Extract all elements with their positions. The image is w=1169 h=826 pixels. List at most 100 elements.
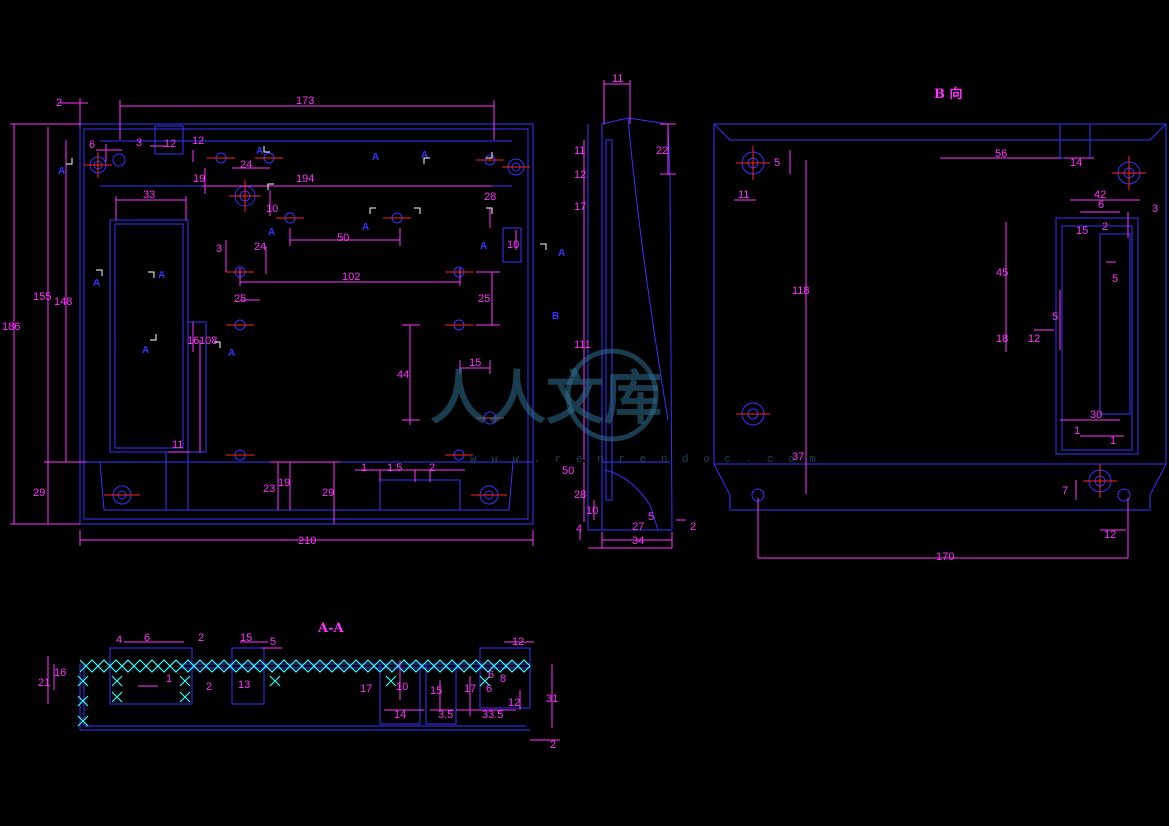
- dim-text: 173: [296, 95, 314, 107]
- dim-text: 1: [1074, 425, 1080, 437]
- dim-text: 24: [254, 241, 266, 253]
- dim-text: 33: [143, 189, 155, 201]
- b-view-center-lines: [736, 146, 1146, 498]
- dim-text: 10: [586, 505, 598, 517]
- dim-text: 11: [738, 189, 749, 201]
- dim-text: 194: [296, 173, 314, 185]
- dim-text: 11: [574, 145, 585, 157]
- dim-text: 19: [278, 477, 290, 489]
- dim-text: 2: [56, 97, 62, 109]
- dim-text: 118: [792, 285, 810, 297]
- dim-text: 25: [234, 293, 246, 305]
- dim-text: 18: [996, 333, 1008, 345]
- section-aa-dim-lines: [47, 641, 560, 741]
- dim-text: 29: [33, 487, 45, 499]
- dim-text: 1: [166, 673, 172, 685]
- b-view-title: B 向: [934, 86, 963, 102]
- dim-text: 12: [1104, 529, 1116, 541]
- dim-text: 12: [164, 138, 176, 150]
- dim-text: 16: [187, 335, 199, 347]
- section-aa-dim-texts: 4 6 2 15 5 16 21 1 2 13 17 10 15 14 3.5 …: [38, 632, 558, 751]
- section-label: A: [362, 222, 369, 233]
- watermark-url: w w w . r e n r e n d o c . c o m: [470, 454, 820, 466]
- dim-text: 3: [136, 137, 142, 149]
- dim-text: 17: [574, 201, 586, 213]
- b-view-dim-texts: 56 14 5 11 42 6 3 15 2 118 45 5 5 18 12 …: [738, 148, 1158, 563]
- section-label: A: [158, 270, 165, 281]
- dim-text: 5: [648, 511, 654, 523]
- dim-text: 14: [1070, 157, 1082, 169]
- dim-text: 44: [397, 369, 409, 381]
- watermark-text: 人人文库: [430, 364, 662, 432]
- dim-text: 102: [342, 271, 360, 283]
- section-label: A: [268, 227, 275, 238]
- dim-text: 10: [396, 681, 408, 693]
- side-dim-texts: 11 22 11 12 17 111 50 28 10 4 27 5 2 34: [562, 73, 696, 547]
- dim-text: 170: [936, 551, 954, 563]
- dim-text: 15: [240, 632, 252, 644]
- dim-text: 11: [172, 439, 183, 451]
- dim-text: 5: [1112, 273, 1118, 285]
- dim-text: 111: [574, 339, 591, 351]
- section-label: A: [256, 146, 263, 157]
- dim-text: 33.5: [482, 709, 503, 721]
- b-view-dim-lines: [734, 150, 1140, 559]
- section-label: A: [421, 150, 428, 161]
- dim-text: 13: [238, 679, 250, 691]
- dim-text: 24: [240, 159, 252, 171]
- dim-text: 34: [632, 535, 644, 547]
- dim-text: 28: [574, 489, 586, 501]
- dim-text: 6: [486, 683, 492, 695]
- dim-text: 10: [266, 203, 278, 215]
- dim-text: 22: [656, 145, 668, 157]
- dim-text: 5: [1052, 311, 1058, 323]
- dim-text: 3: [1152, 203, 1158, 215]
- dim-text: 1: [361, 462, 367, 474]
- dim-text: 56: [995, 148, 1007, 160]
- dim-text: 5: [774, 157, 780, 169]
- dim-text: 2: [1102, 221, 1108, 233]
- section-label: A: [480, 241, 487, 252]
- dim-text: 6: [89, 139, 95, 151]
- dim-text: 155: [33, 291, 51, 303]
- dim-text: 148: [54, 296, 72, 308]
- dim-text: 6: [144, 632, 150, 644]
- dim-text: 17: [464, 683, 476, 695]
- dim-text: 2: [206, 681, 212, 693]
- b-view: [713, 123, 1167, 511]
- section-aa-title: A-A: [317, 621, 344, 636]
- dim-text: 19: [193, 173, 205, 185]
- dim-text: 30: [1090, 409, 1102, 421]
- dim-text: 12: [1028, 333, 1040, 345]
- dim-text: 27: [632, 521, 644, 533]
- dim-text: 12: [512, 636, 524, 648]
- dim-text: 14: [394, 709, 406, 721]
- dim-text: 7: [1062, 485, 1068, 497]
- dim-text: 50: [562, 465, 574, 477]
- dim-text: 4: [116, 634, 122, 646]
- dim-text: 15: [430, 685, 442, 697]
- section-label: A: [58, 166, 65, 177]
- front-labels: A A A A A A A A A A A A B: [58, 146, 565, 359]
- dim-text: 6: [488, 669, 494, 681]
- dim-text: 10: [507, 239, 519, 251]
- section-label: B: [552, 311, 559, 322]
- dim-text: 108: [199, 335, 217, 347]
- dim-text: 21: [38, 677, 50, 689]
- dim-text: 210: [298, 535, 316, 547]
- dim-text: 6: [1098, 199, 1104, 211]
- section-label: A: [372, 152, 379, 163]
- dim-text: 2: [690, 521, 696, 533]
- dim-text: 25: [478, 293, 490, 305]
- side-dim-lines: [579, 80, 686, 549]
- dim-text: 12: [508, 697, 520, 709]
- dim-text: 42: [1094, 189, 1106, 201]
- dim-text: 8: [500, 673, 506, 685]
- dim-text: 23: [263, 483, 275, 495]
- dim-text: 3.5: [438, 709, 453, 721]
- section-markers: [66, 146, 547, 348]
- dim-text: 1: [1110, 435, 1116, 447]
- dim-text: 2: [198, 632, 204, 644]
- section-aa-hatch: [77, 659, 531, 727]
